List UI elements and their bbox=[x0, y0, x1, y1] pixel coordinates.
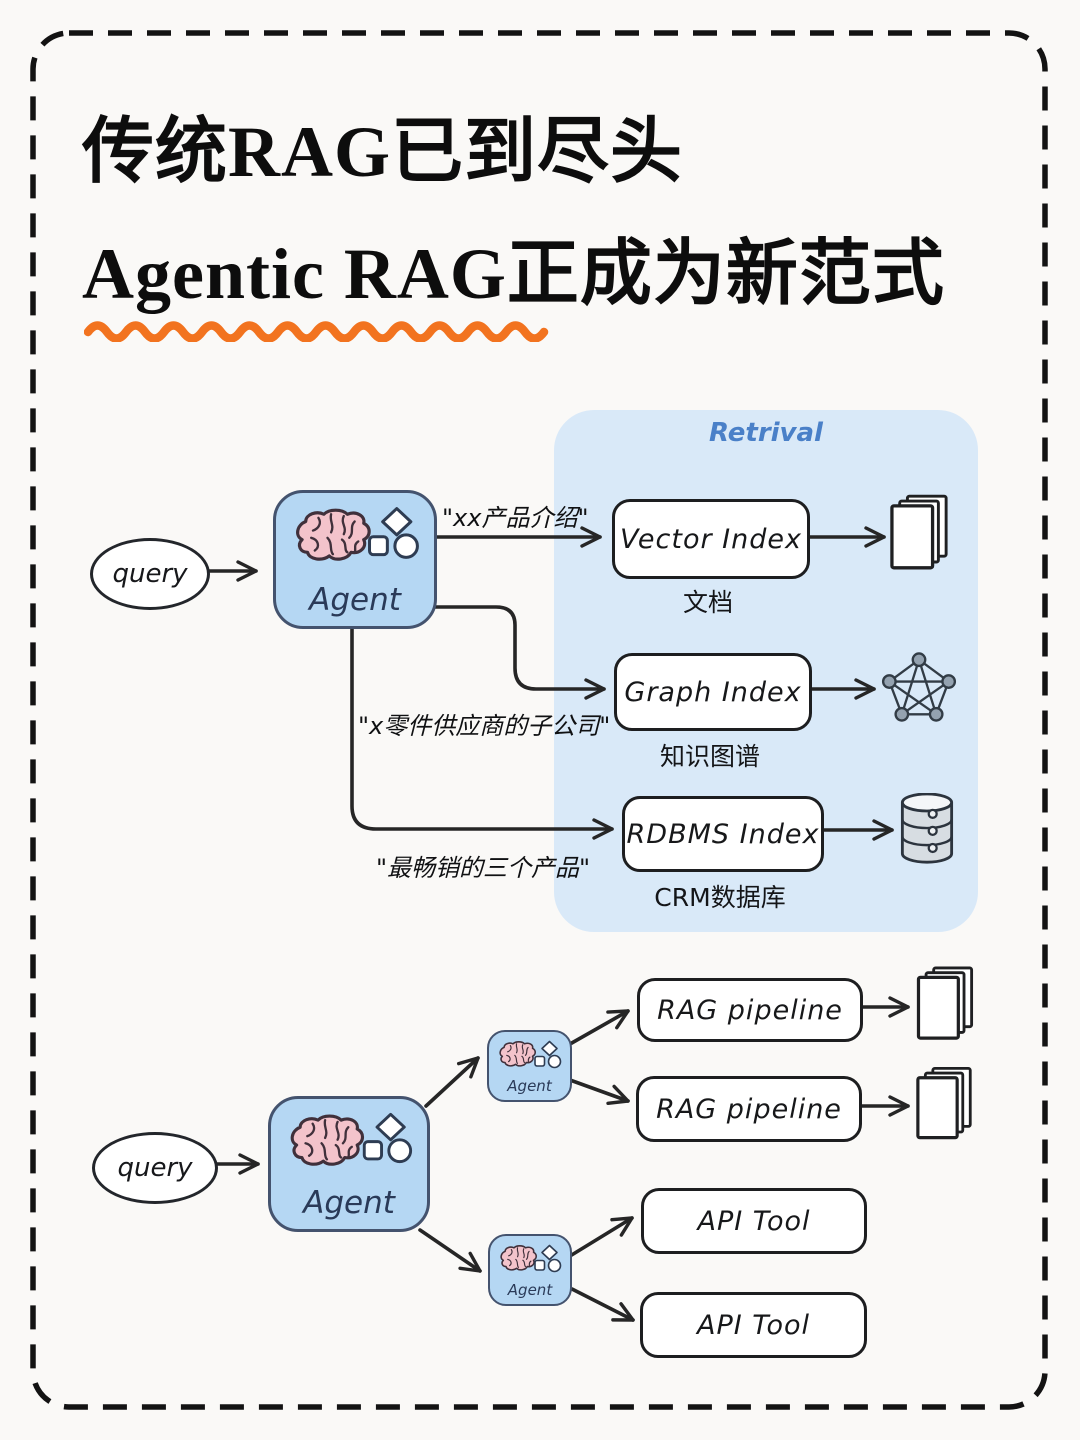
title-line-1: 传统RAG已到尽头 bbox=[82, 112, 683, 192]
database-icon bbox=[898, 793, 956, 865]
rag-pipeline-box-2: RAG pipeline bbox=[636, 1076, 862, 1142]
shapes-icon bbox=[362, 505, 424, 561]
rag-pipeline-label-2: RAG pipeline bbox=[656, 1093, 842, 1125]
rdbms-index-label: RDBMS Index bbox=[626, 818, 820, 850]
sub-agent-node-2: Agent bbox=[488, 1234, 572, 1306]
shapes-icon bbox=[357, 1111, 417, 1165]
request-label-3: "最畅销的三个产品" bbox=[376, 854, 591, 882]
api-tool-box-1: API Tool bbox=[641, 1188, 867, 1254]
agent-label-top: Agent bbox=[309, 582, 401, 618]
query-node-top: query bbox=[90, 538, 210, 610]
sub-agent-label-1: Agent bbox=[507, 1077, 552, 1095]
sub-agent-label-2: Agent bbox=[507, 1281, 553, 1299]
title-underline-squiggle bbox=[84, 321, 549, 342]
rag-pipeline-box-1: RAG pipeline bbox=[637, 978, 863, 1042]
documents-icon bbox=[916, 966, 976, 1040]
connector-subagent2-to-api2 bbox=[570, 1287, 635, 1322]
graph-index-box: Graph Index bbox=[614, 653, 812, 731]
graph-index-caption: 知识图谱 bbox=[659, 742, 760, 771]
brain-icon bbox=[285, 1113, 367, 1170]
agent-label-bottom: Agent bbox=[303, 1185, 395, 1221]
connector-agent-to-graph-index bbox=[432, 605, 606, 700]
api-tool-label-2: API Tool bbox=[697, 1309, 810, 1341]
connector-subagent1-to-rag1 bbox=[568, 1009, 630, 1046]
query-label-bottom: query bbox=[117, 1153, 193, 1183]
rdbms-index-box: RDBMS Index bbox=[622, 796, 824, 872]
connector-subagent2-to-api1 bbox=[568, 1216, 634, 1258]
vector-index-label: Vector Index bbox=[620, 523, 802, 555]
documents-icon bbox=[890, 494, 950, 570]
request-label-1: "xx产品介绍" bbox=[442, 504, 589, 532]
connector-agent-to-rdbms-index bbox=[350, 623, 614, 840]
title-line-2: Agentic RAG正成为新范式 bbox=[82, 234, 945, 314]
query-label-top: query bbox=[112, 559, 188, 589]
knowledge-graph-icon bbox=[880, 650, 958, 724]
shapes-icon bbox=[531, 1244, 564, 1273]
connector-subagent1-to-rag2 bbox=[568, 1078, 630, 1106]
agent-node-bottom: Agent bbox=[268, 1096, 430, 1232]
dashed-frame bbox=[30, 30, 1048, 1410]
graph-index-label: Graph Index bbox=[624, 676, 802, 708]
documents-icon bbox=[916, 1066, 974, 1140]
query-node-bottom: query bbox=[92, 1132, 218, 1204]
vector-index-box: Vector Index bbox=[612, 499, 810, 579]
vector-index-caption: 文档 bbox=[682, 588, 733, 617]
connector-agent2-to-subagent1 bbox=[424, 1056, 480, 1108]
connector-agent2-to-subagent2 bbox=[418, 1228, 482, 1273]
api-tool-label-1: API Tool bbox=[697, 1205, 811, 1237]
shapes-icon bbox=[531, 1040, 564, 1069]
request-label-2: "x零件供应商的子公司" bbox=[358, 712, 611, 740]
rdbms-index-caption: CRM数据库 bbox=[654, 883, 786, 912]
api-tool-box-2: API Tool bbox=[640, 1292, 867, 1358]
retrieval-panel-label: Retrival bbox=[709, 418, 823, 448]
rag-pipeline-label-1: RAG pipeline bbox=[657, 994, 843, 1026]
agent-node-top: Agent bbox=[273, 490, 437, 629]
sub-agent-node-1: Agent bbox=[487, 1030, 572, 1102]
